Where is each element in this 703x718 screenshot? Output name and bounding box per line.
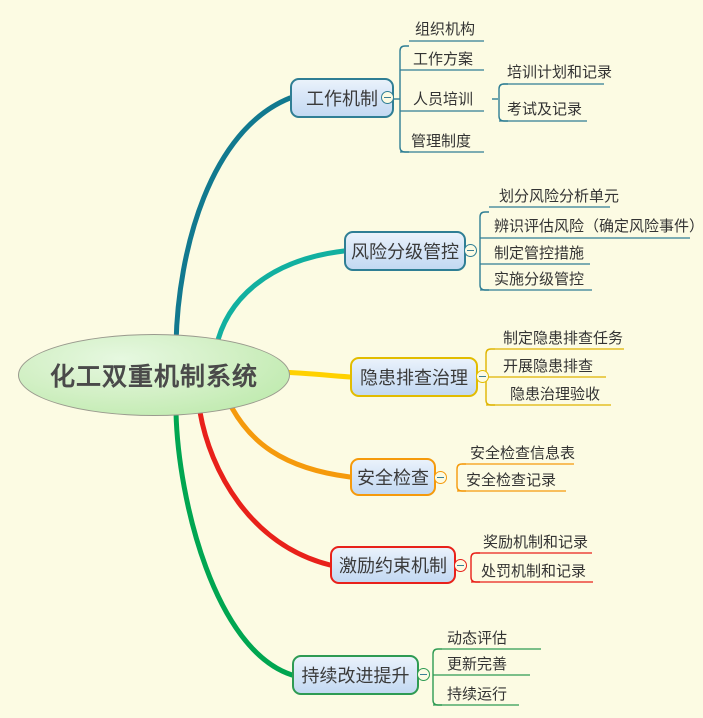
leaf-node[interactable]: 持续运行 xyxy=(447,685,508,703)
branch-label: 持续改进提升 xyxy=(301,666,410,687)
leaf-node[interactable]: 隐患治理验收 xyxy=(510,385,601,403)
leaf-node[interactable]: 组织机构 xyxy=(415,20,476,38)
root-node[interactable]: 化工双重机制系统 xyxy=(18,334,290,416)
leaf-node[interactable]: 安全检查记录 xyxy=(466,471,557,489)
leaf-node[interactable]: 人员培训 xyxy=(413,90,474,108)
minus-circle-icon-work-mechanism[interactable] xyxy=(381,91,394,104)
branch-node-incentive-constraint[interactable]: 激励约束机制 xyxy=(330,546,456,584)
leaf-node[interactable]: 动态评估 xyxy=(447,629,508,647)
leaf-node[interactable]: 考试及记录 xyxy=(507,100,583,118)
leaf-node[interactable]: 安全检查信息表 xyxy=(470,444,576,462)
leaf-node[interactable]: 划分风险分析单元 xyxy=(499,187,620,205)
branch-label: 风险分级管控 xyxy=(351,242,459,263)
leaf-node[interactable]: 工作方案 xyxy=(413,50,474,68)
leaf-node[interactable]: 管理制度 xyxy=(411,132,472,150)
minus-circle-icon-incentive-constraint[interactable] xyxy=(454,559,467,572)
root-label: 化工双重机制系统 xyxy=(49,362,258,391)
branch-node-work-mechanism[interactable]: 工作机制 xyxy=(290,78,394,118)
branch-node-safety-inspection[interactable]: 安全检查 xyxy=(350,458,436,496)
branch-node-hazard-investigation[interactable]: 隐患排查治理 xyxy=(350,357,478,397)
minus-circle-icon-continuous-improvement[interactable] xyxy=(417,668,430,681)
branch-label: 激励约束机制 xyxy=(339,556,447,577)
leaf-node[interactable]: 实施分级管控 xyxy=(494,270,585,288)
branch-label: 安全检查 xyxy=(357,468,429,489)
branch-label: 工作机制 xyxy=(306,89,378,110)
leaf-node[interactable]: 处罚机制和记录 xyxy=(481,562,587,580)
minus-circle-icon-safety-inspection[interactable] xyxy=(434,471,447,484)
leaf-node[interactable]: 培训计划和记录 xyxy=(507,63,613,81)
leaf-node[interactable]: 辨识评估风险（确定风险事件） xyxy=(494,217,703,235)
leaf-node[interactable]: 制定管控措施 xyxy=(494,244,585,262)
branch-node-continuous-improvement[interactable]: 持续改进提升 xyxy=(292,655,419,695)
branch-label: 隐患排查治理 xyxy=(360,368,468,389)
leaf-node[interactable]: 制定隐患排查任务 xyxy=(503,329,624,347)
leaf-node[interactable]: 奖励机制和记录 xyxy=(483,533,589,551)
minus-circle-icon-hazard-investigation[interactable] xyxy=(476,370,489,383)
minus-circle-icon-risk-grading-control[interactable] xyxy=(464,244,477,257)
branch-node-risk-grading-control[interactable]: 风险分级管控 xyxy=(344,231,466,271)
leaf-node[interactable]: 开展隐患排查 xyxy=(503,357,594,375)
leaf-node[interactable]: 更新完善 xyxy=(447,655,508,673)
